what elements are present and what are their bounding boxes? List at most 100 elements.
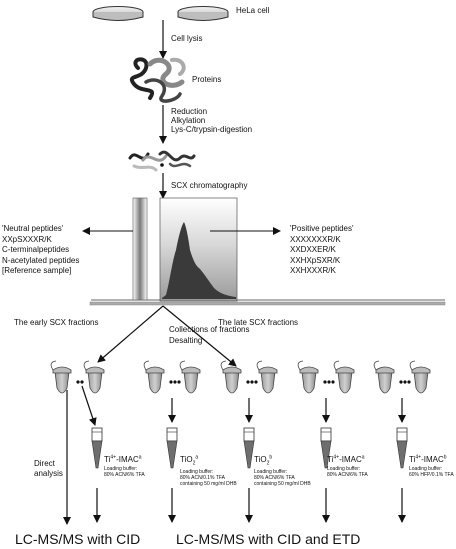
- ellipsis-dot: [331, 380, 335, 384]
- ellipsis-dot: [177, 380, 181, 384]
- positive-peptides-title: 'Positive peptides': [290, 224, 354, 233]
- ellipsis-dot: [399, 380, 403, 384]
- method-name: TiO2b: [254, 454, 311, 467]
- method-name: Ti4+-IMACa: [104, 454, 145, 464]
- analysis-word: analysis: [34, 469, 63, 479]
- late-fractions-label: The late SCX fractions: [218, 318, 299, 327]
- eppendorf-tube-icon: [333, 360, 355, 394]
- positive-item: XXHXpSXR/K: [290, 255, 341, 265]
- ellipsis-dot: [246, 380, 250, 384]
- eppendorf-tube-icon: [297, 360, 319, 394]
- method-name-rest: -IMAC: [339, 455, 362, 464]
- arrow-late-fractions: [162, 305, 237, 367]
- scx-chromatography-label: SCX chromatography: [171, 181, 248, 190]
- spe-tip-icon: [91, 427, 103, 469]
- eppendorf-tubes: [50, 360, 431, 394]
- ellipsis-dot: [323, 380, 327, 384]
- arrow-early-fractions: [97, 305, 164, 363]
- enrichment-tips: [91, 398, 408, 523]
- eppendorf-tube-icon: [256, 360, 278, 394]
- method-name-rest: -IMAC: [421, 455, 444, 464]
- method-name-main: Ti: [409, 455, 416, 464]
- neutral-fraction-bar: [132, 197, 148, 301]
- collection-step: Desalting: [169, 336, 203, 346]
- method-name-subscript: 2: [266, 460, 270, 467]
- method-buffer-line: 80% ACN/6% TFA: [104, 472, 145, 479]
- positive-item: XXDXXER/K: [290, 245, 336, 255]
- method-name-tag: a: [138, 454, 142, 461]
- method-name-main: Ti: [327, 455, 334, 464]
- method-name: TiO2a: [180, 454, 237, 467]
- neutral-item: [Reference sample]: [2, 265, 72, 275]
- ellipsis-dot: [254, 380, 258, 384]
- direct-analysis-label: Direct analysis: [34, 459, 63, 478]
- ellipsis-dot: [76, 380, 80, 384]
- spe-tip-icon: [166, 427, 178, 469]
- chromatogram-peak: [162, 222, 236, 299]
- result-cid-etd: LC-MS/MS with CID and ETD: [176, 531, 361, 547]
- method-name-rest: -IMAC: [116, 455, 139, 464]
- method-name-main: Ti: [104, 455, 111, 464]
- cell-lysis-label: Cell lysis: [171, 34, 203, 43]
- method-name-tag: b: [269, 454, 273, 461]
- eppendorf-tube-icon: [373, 360, 395, 394]
- method-name-main: TiO: [180, 455, 193, 464]
- method-buffer-line: Loading buffer:: [409, 466, 443, 473]
- petri-dish-left: [92, 6, 144, 21]
- petri-dish-right: [177, 6, 229, 21]
- spe-tip-icon: [320, 427, 332, 469]
- method-buffer-line: 60% HFP/0.1% TFA: [409, 472, 454, 479]
- method-name-main: TiO: [254, 455, 267, 464]
- method-name-superscript: 4+: [333, 454, 340, 461]
- eppendorf-tube-icon: [50, 360, 72, 394]
- digestion-step: Reduction: [171, 107, 208, 116]
- early-fractions-label: The early SCX fractions: [14, 318, 99, 327]
- eppendorf-tube-icon: [409, 360, 431, 394]
- method-buffer-line: Loading buffer:: [180, 469, 214, 476]
- ellipsis-dot: [407, 380, 411, 384]
- neutral-item: N-acetylated peptides: [2, 255, 80, 265]
- arrow-to-ti-imac: [81, 385, 97, 426]
- method-name-subscript: 2: [192, 460, 196, 467]
- peptide-fragments-icon: [128, 150, 196, 172]
- eppendorf-tube-icon: [220, 360, 242, 394]
- method-buffer-line: 80% ACN/0.1% TFA: [180, 475, 225, 482]
- method-name-superscript: 4+: [415, 454, 422, 461]
- neutral-peptides-list: 'Neutral peptides' XXpSXXXR/K C-terminal…: [2, 224, 79, 275]
- result-cid: LC-MS/MS with CID: [15, 531, 141, 547]
- method-name-tag: a: [361, 454, 365, 461]
- method-name-tag: b: [443, 454, 447, 461]
- eppendorf-tube-icon: [83, 360, 105, 394]
- eppendorf-tube-icon: [179, 360, 201, 394]
- ellipsis-dot: [250, 380, 254, 384]
- method-name: Ti4+-IMACa: [327, 454, 368, 464]
- collection-label: Collections of fractions Desalting: [169, 325, 249, 345]
- positive-peptides-list: 'Positive peptides' XXXXXXXR/K XXDXXER/K…: [290, 224, 354, 275]
- neutral-peptides-title: 'Neutral peptides': [2, 224, 64, 233]
- ellipsis-dot: [327, 380, 331, 384]
- protein-structure-icon: [129, 57, 186, 103]
- method-name-superscript: 4+: [110, 454, 117, 461]
- ellipsis-dot: [169, 380, 173, 384]
- positive-item: XXXXXXXR/K: [290, 235, 341, 245]
- scx-chromatogram: [89, 197, 446, 306]
- spe-tip-icon: [396, 427, 408, 469]
- method-buffer-line: 80% ACN/6% TFA: [254, 475, 295, 482]
- digestion-step: Lys-C/trypsin-digestion: [171, 125, 253, 135]
- method-buffer-line: containing 50 mg/ml DHB: [254, 481, 311, 488]
- ellipsis-dot: [403, 380, 407, 384]
- digestion-step: Alkylation: [171, 116, 206, 126]
- collection-step: Collections of fractions: [169, 325, 250, 334]
- ellipsis-dot: [173, 380, 177, 384]
- hela-cell-label: HeLa cell: [236, 6, 270, 15]
- eppendorf-tube-icon: [143, 360, 165, 394]
- spe-tip-icon: [243, 427, 255, 469]
- direct-word: Direct: [34, 459, 55, 468]
- method-buffer-line: Loading buffer:: [327, 466, 361, 473]
- proteins-label: Proteins: [192, 75, 222, 84]
